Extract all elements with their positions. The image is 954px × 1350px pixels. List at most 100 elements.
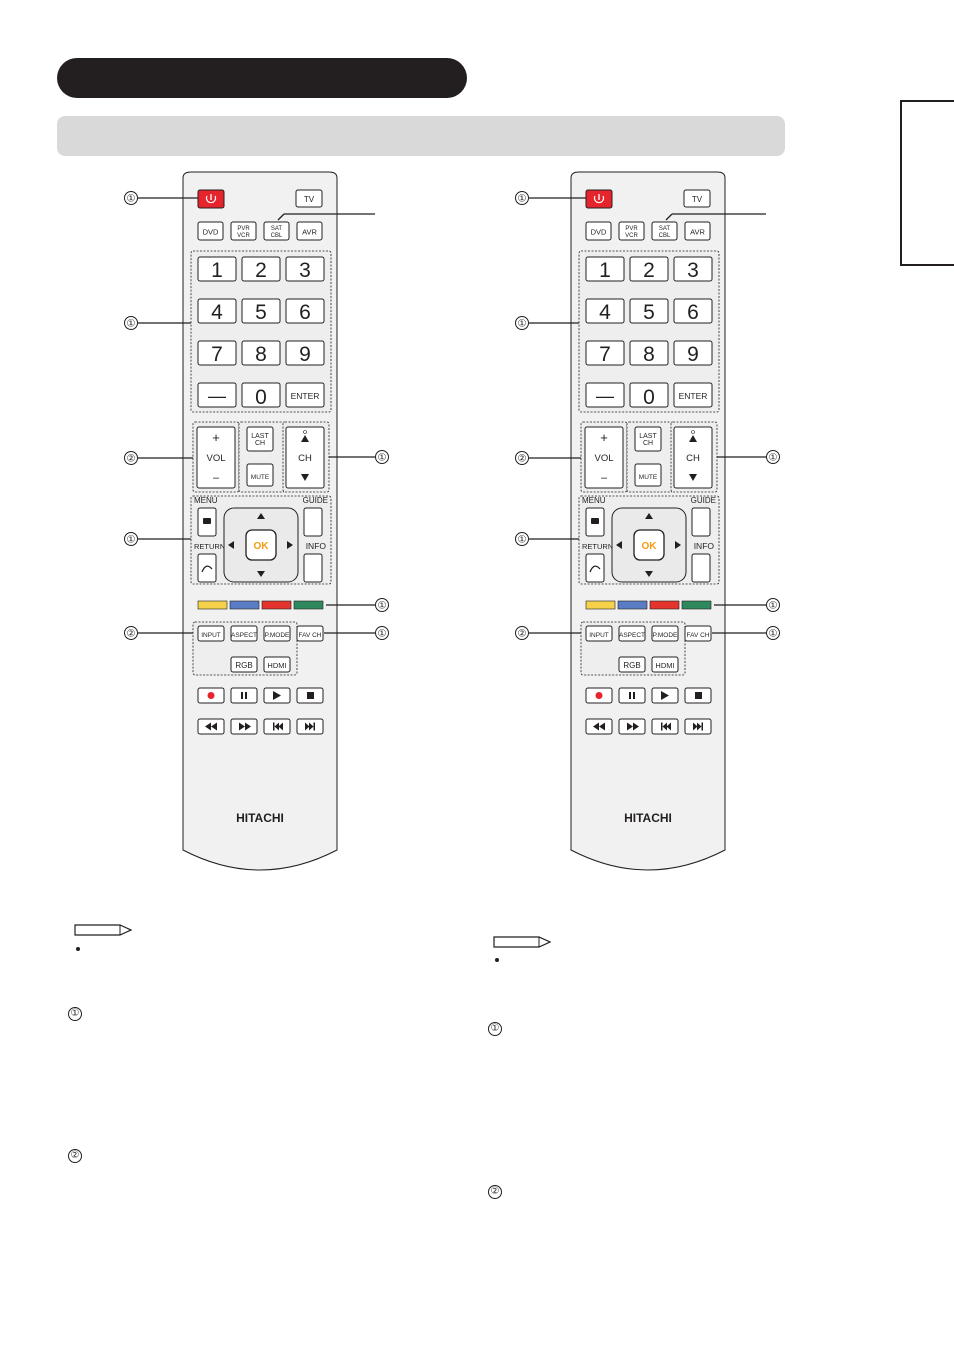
callout-right-ring <box>375 450 389 464</box>
dpad-up-icon <box>257 513 265 519</box>
aspect-button <box>618 625 646 642</box>
last-ch-label-top: LAST <box>251 433 269 440</box>
avr-label: AVR <box>690 228 705 237</box>
info-button <box>303 553 323 583</box>
digit-label: 3 <box>687 259 699 282</box>
digit-button <box>285 340 325 366</box>
digit-button <box>673 256 713 282</box>
callout-left-ring <box>124 316 138 330</box>
sat-cbl-label-top: SAT <box>659 226 671 232</box>
info-button <box>691 553 711 583</box>
aspect-label: ASPECT <box>231 632 257 639</box>
pause-icon <box>245 692 247 699</box>
power-icon <box>205 195 217 204</box>
vol-label: VOL <box>594 453 613 464</box>
digit-label: 9 <box>299 343 311 366</box>
dash-label: — <box>596 386 614 406</box>
input-button <box>585 625 613 642</box>
return-button <box>585 553 605 583</box>
mute-label: MUTE <box>639 474 658 481</box>
digit-label: 4 <box>211 301 223 324</box>
guide-label: GUIDE <box>303 496 328 505</box>
rgb-button <box>618 656 646 673</box>
digit-button <box>197 340 237 366</box>
callout-marker-right-2: ② <box>488 1185 502 1199</box>
skip-back-icon <box>273 722 283 731</box>
aspect-label: ASPECT <box>619 632 645 639</box>
digit-label: 4 <box>599 301 611 324</box>
dash-label: — <box>208 386 226 406</box>
enter-button <box>673 382 713 408</box>
ok-button <box>633 529 665 561</box>
digit-label: 1 <box>211 259 223 282</box>
last-ch-label-top: LAST <box>639 433 657 440</box>
info-label: INFO <box>306 541 327 551</box>
callout-left-ring <box>515 626 529 640</box>
last-ch-label-bottom: CH <box>643 440 653 447</box>
callout-left: ② <box>518 629 527 640</box>
callout-left: ② <box>127 629 136 640</box>
guide-button <box>303 507 323 537</box>
zero-button <box>241 382 281 408</box>
pvr-vcr-button <box>230 221 257 241</box>
mute-button <box>634 463 662 487</box>
vol-rocker <box>196 426 236 489</box>
digit-label: 8 <box>255 343 267 366</box>
pencil-note-icon <box>74 924 132 936</box>
last-ch-label-bottom: CH <box>255 440 265 447</box>
color-button <box>261 600 292 610</box>
digit-label: 7 <box>211 343 223 366</box>
dpad-right-icon <box>287 541 293 549</box>
zero-label: 0 <box>643 386 655 409</box>
enter-button <box>285 382 325 408</box>
digit-label: 2 <box>643 259 655 282</box>
note-icon-right <box>493 936 551 948</box>
dvd-button <box>585 221 612 241</box>
callout-right-ring <box>766 626 780 640</box>
digit-button <box>629 298 669 324</box>
aspect-button <box>230 625 258 642</box>
ch-label: CH <box>686 453 700 464</box>
menu-icon <box>591 518 599 524</box>
dpad-down-icon <box>257 571 265 577</box>
callout-left: ② <box>127 454 136 465</box>
pause-icon <box>241 692 243 699</box>
callout-left-ring <box>515 451 529 465</box>
note-icon-left <box>74 924 132 936</box>
color-button <box>293 600 324 610</box>
digit-button <box>285 256 325 282</box>
digit-label: 7 <box>599 343 611 366</box>
digit-button <box>241 298 281 324</box>
rgb-button <box>230 656 258 673</box>
fav-ch-label: FAV CH <box>687 632 710 639</box>
menu-label: MENU <box>194 496 218 505</box>
callout-right-ring <box>766 450 780 464</box>
last-ch-button <box>246 426 274 452</box>
ok-label: OK <box>642 541 658 552</box>
rewind-icon <box>593 722 605 731</box>
note-bullet-left <box>76 947 80 951</box>
callout-right: ① <box>378 453 387 464</box>
callout-left: ① <box>127 535 136 546</box>
info-label: INFO <box>694 541 715 551</box>
digit-label: 6 <box>299 301 311 324</box>
callout-right: ① <box>769 453 778 464</box>
dpad-right-icon <box>675 541 681 549</box>
callout-right-ring <box>375 626 389 640</box>
callout-right-ring <box>375 598 389 612</box>
callout-right: ① <box>378 601 387 612</box>
fav-ch-button <box>296 625 324 642</box>
callout-left-ring <box>124 532 138 546</box>
digit-button <box>585 340 625 366</box>
number-pad-group <box>190 250 332 413</box>
ch-label: CH <box>298 453 312 464</box>
rewind-icon <box>205 722 217 731</box>
brand-logo: HITACHI <box>236 811 284 825</box>
fav-ch-button <box>684 625 712 642</box>
callout-left: ① <box>127 194 136 205</box>
p-mode-label: P.MODE <box>653 632 678 639</box>
vol-plus-label: + <box>212 430 220 445</box>
dash-button <box>197 382 237 408</box>
